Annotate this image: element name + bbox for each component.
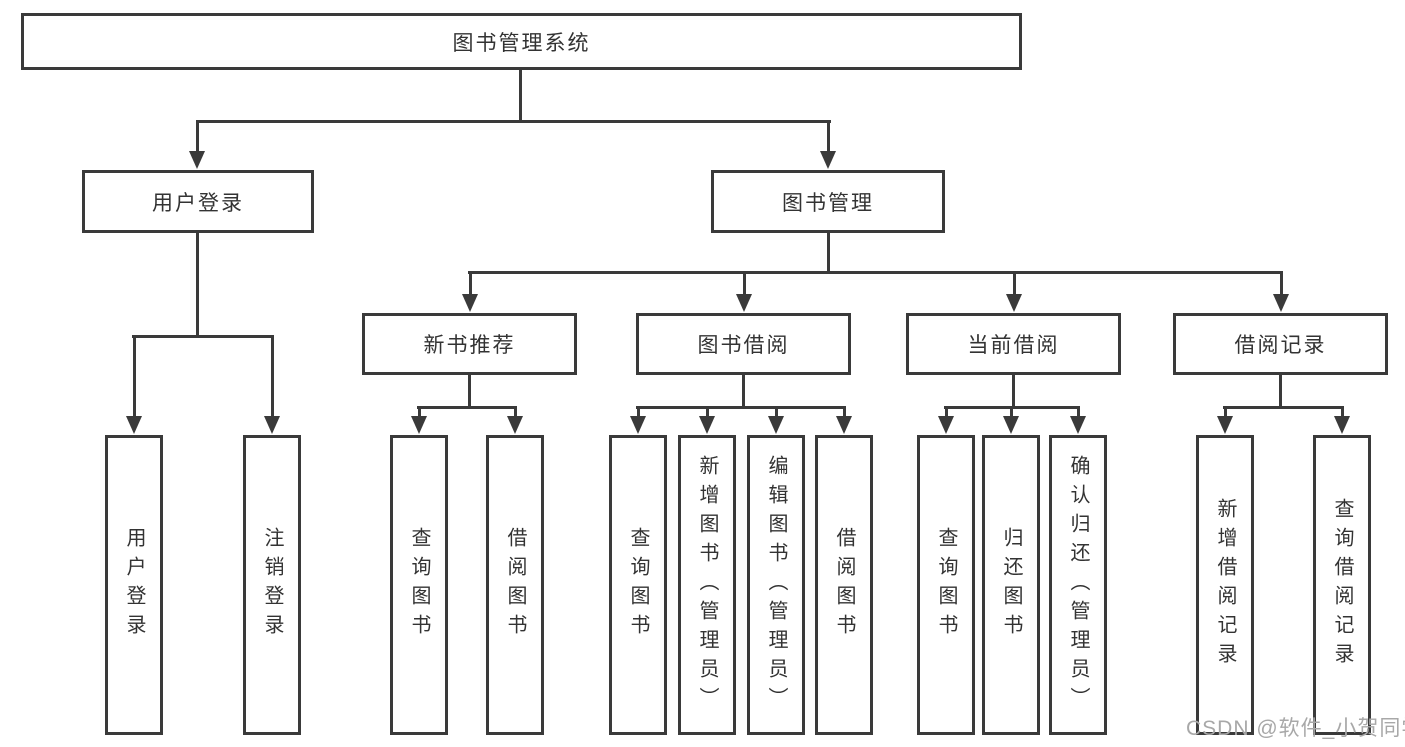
node-label: 查询图书 (935, 527, 957, 643)
arrow-down-icon (1217, 416, 1233, 434)
arrow-down-icon (630, 416, 646, 434)
arrow-down-icon (411, 416, 427, 434)
node-label: 图书管理系统 (452, 31, 591, 55)
connector-line (1223, 406, 1344, 409)
node-cb-query-book: 查询图书 (917, 435, 975, 735)
node-book-borrowing: 图书借阅 (636, 313, 851, 375)
connector-line (196, 233, 199, 337)
arrow-down-icon (1003, 416, 1019, 434)
node-current-borrowing: 当前借阅 (906, 313, 1121, 375)
arrow-down-icon (264, 416, 280, 434)
connector-line (132, 335, 274, 338)
connector-line (843, 408, 846, 418)
connector-line (418, 408, 421, 418)
node-label: 借阅图书 (833, 527, 855, 643)
node-label: 借阅图书 (504, 527, 526, 643)
node-rec-borrow-book: 借阅图书 (486, 435, 544, 735)
node-rec-query-book: 查询图书 (390, 435, 448, 735)
connector-line (1280, 273, 1283, 296)
connector-line (944, 406, 1080, 409)
node-label: 注销登录 (261, 527, 283, 643)
node-borrowing-records: 借阅记录 (1173, 313, 1388, 375)
node-user-login: 用户登录 (82, 170, 314, 233)
connector-line (637, 408, 640, 418)
connector-line (827, 233, 830, 273)
arrow-down-icon (938, 416, 954, 434)
arrow-down-icon (1006, 294, 1022, 312)
connector-line (468, 271, 1283, 274)
node-label: 借阅记录 (1234, 334, 1327, 357)
node-cb-return-book: 归还图书 (982, 435, 1040, 735)
connector-line (742, 375, 745, 408)
node-label: 查询借阅记录 (1331, 498, 1353, 672)
arrow-down-icon (1334, 416, 1350, 434)
node-label: 用户登录 (152, 191, 244, 215)
connector-line (133, 337, 136, 418)
connector-line (636, 406, 846, 409)
node-book-management: 图书管理 (711, 170, 945, 233)
connector-line (196, 122, 199, 153)
connector-line (271, 337, 274, 418)
node-bb-query-book: 查询图书 (609, 435, 667, 735)
node-label: 新书推荐 (423, 334, 516, 357)
node-label: 用户登录 (123, 527, 145, 643)
node-label: 图书借阅 (697, 334, 790, 357)
connector-line (1341, 408, 1344, 418)
node-bb-borrow-book: 借阅图书 (815, 435, 873, 735)
connector-line (469, 273, 472, 296)
arrow-down-icon (736, 294, 752, 312)
connector-line (706, 408, 709, 418)
arrow-down-icon (189, 151, 205, 169)
connector-line (743, 273, 746, 296)
node-login-logout: 注销登录 (243, 435, 301, 735)
connector-line (1077, 408, 1080, 418)
arrow-down-icon (1273, 294, 1289, 312)
connector-line (1013, 273, 1016, 296)
connector-line (1279, 375, 1282, 408)
node-label: 图书管理 (782, 191, 874, 215)
watermark-text: CSDN @软件_小贺同学 (1186, 717, 1405, 740)
arrow-down-icon (1070, 416, 1086, 434)
connector-line (417, 406, 517, 409)
connector-line (1010, 408, 1013, 418)
node-label: 编辑图书（管理员） (765, 454, 787, 716)
node-label: 查询图书 (408, 527, 430, 643)
connector-line (519, 69, 522, 122)
arrow-down-icon (836, 416, 852, 434)
connector-line (514, 408, 517, 418)
connector-line (196, 120, 831, 123)
arrow-down-icon (507, 416, 523, 434)
node-root: 图书管理系统 (21, 13, 1022, 70)
node-login-user-login: 用户登录 (105, 435, 163, 735)
node-label: 当前借阅 (967, 334, 1060, 357)
arrow-down-icon (820, 151, 836, 169)
node-label: 新增图书（管理员） (696, 454, 718, 716)
node-bb-add-book-admin: 新增图书（管理员） (678, 435, 736, 735)
arrow-down-icon (699, 416, 715, 434)
node-new-book-recommend: 新书推荐 (362, 313, 577, 375)
node-label: 查询图书 (627, 527, 649, 643)
connector-line (775, 408, 778, 418)
connector-line (468, 375, 471, 408)
node-label: 归还图书 (1000, 527, 1022, 643)
node-cb-confirm-return: 确认归还（管理员） (1049, 435, 1107, 735)
arrow-down-icon (462, 294, 478, 312)
arrow-down-icon (126, 416, 142, 434)
node-label: 新增借阅记录 (1214, 498, 1236, 672)
node-label: 确认归还（管理员） (1067, 454, 1089, 716)
connector-line (827, 122, 830, 153)
node-bb-edit-book-admin: 编辑图书（管理员） (747, 435, 805, 735)
node-br-query-record: 查询借阅记录 (1313, 435, 1371, 735)
arrow-down-icon (768, 416, 784, 434)
connector-line (945, 408, 948, 418)
connector-line (1224, 408, 1227, 418)
connector-line (1012, 375, 1015, 408)
node-br-add-record: 新增借阅记录 (1196, 435, 1254, 735)
